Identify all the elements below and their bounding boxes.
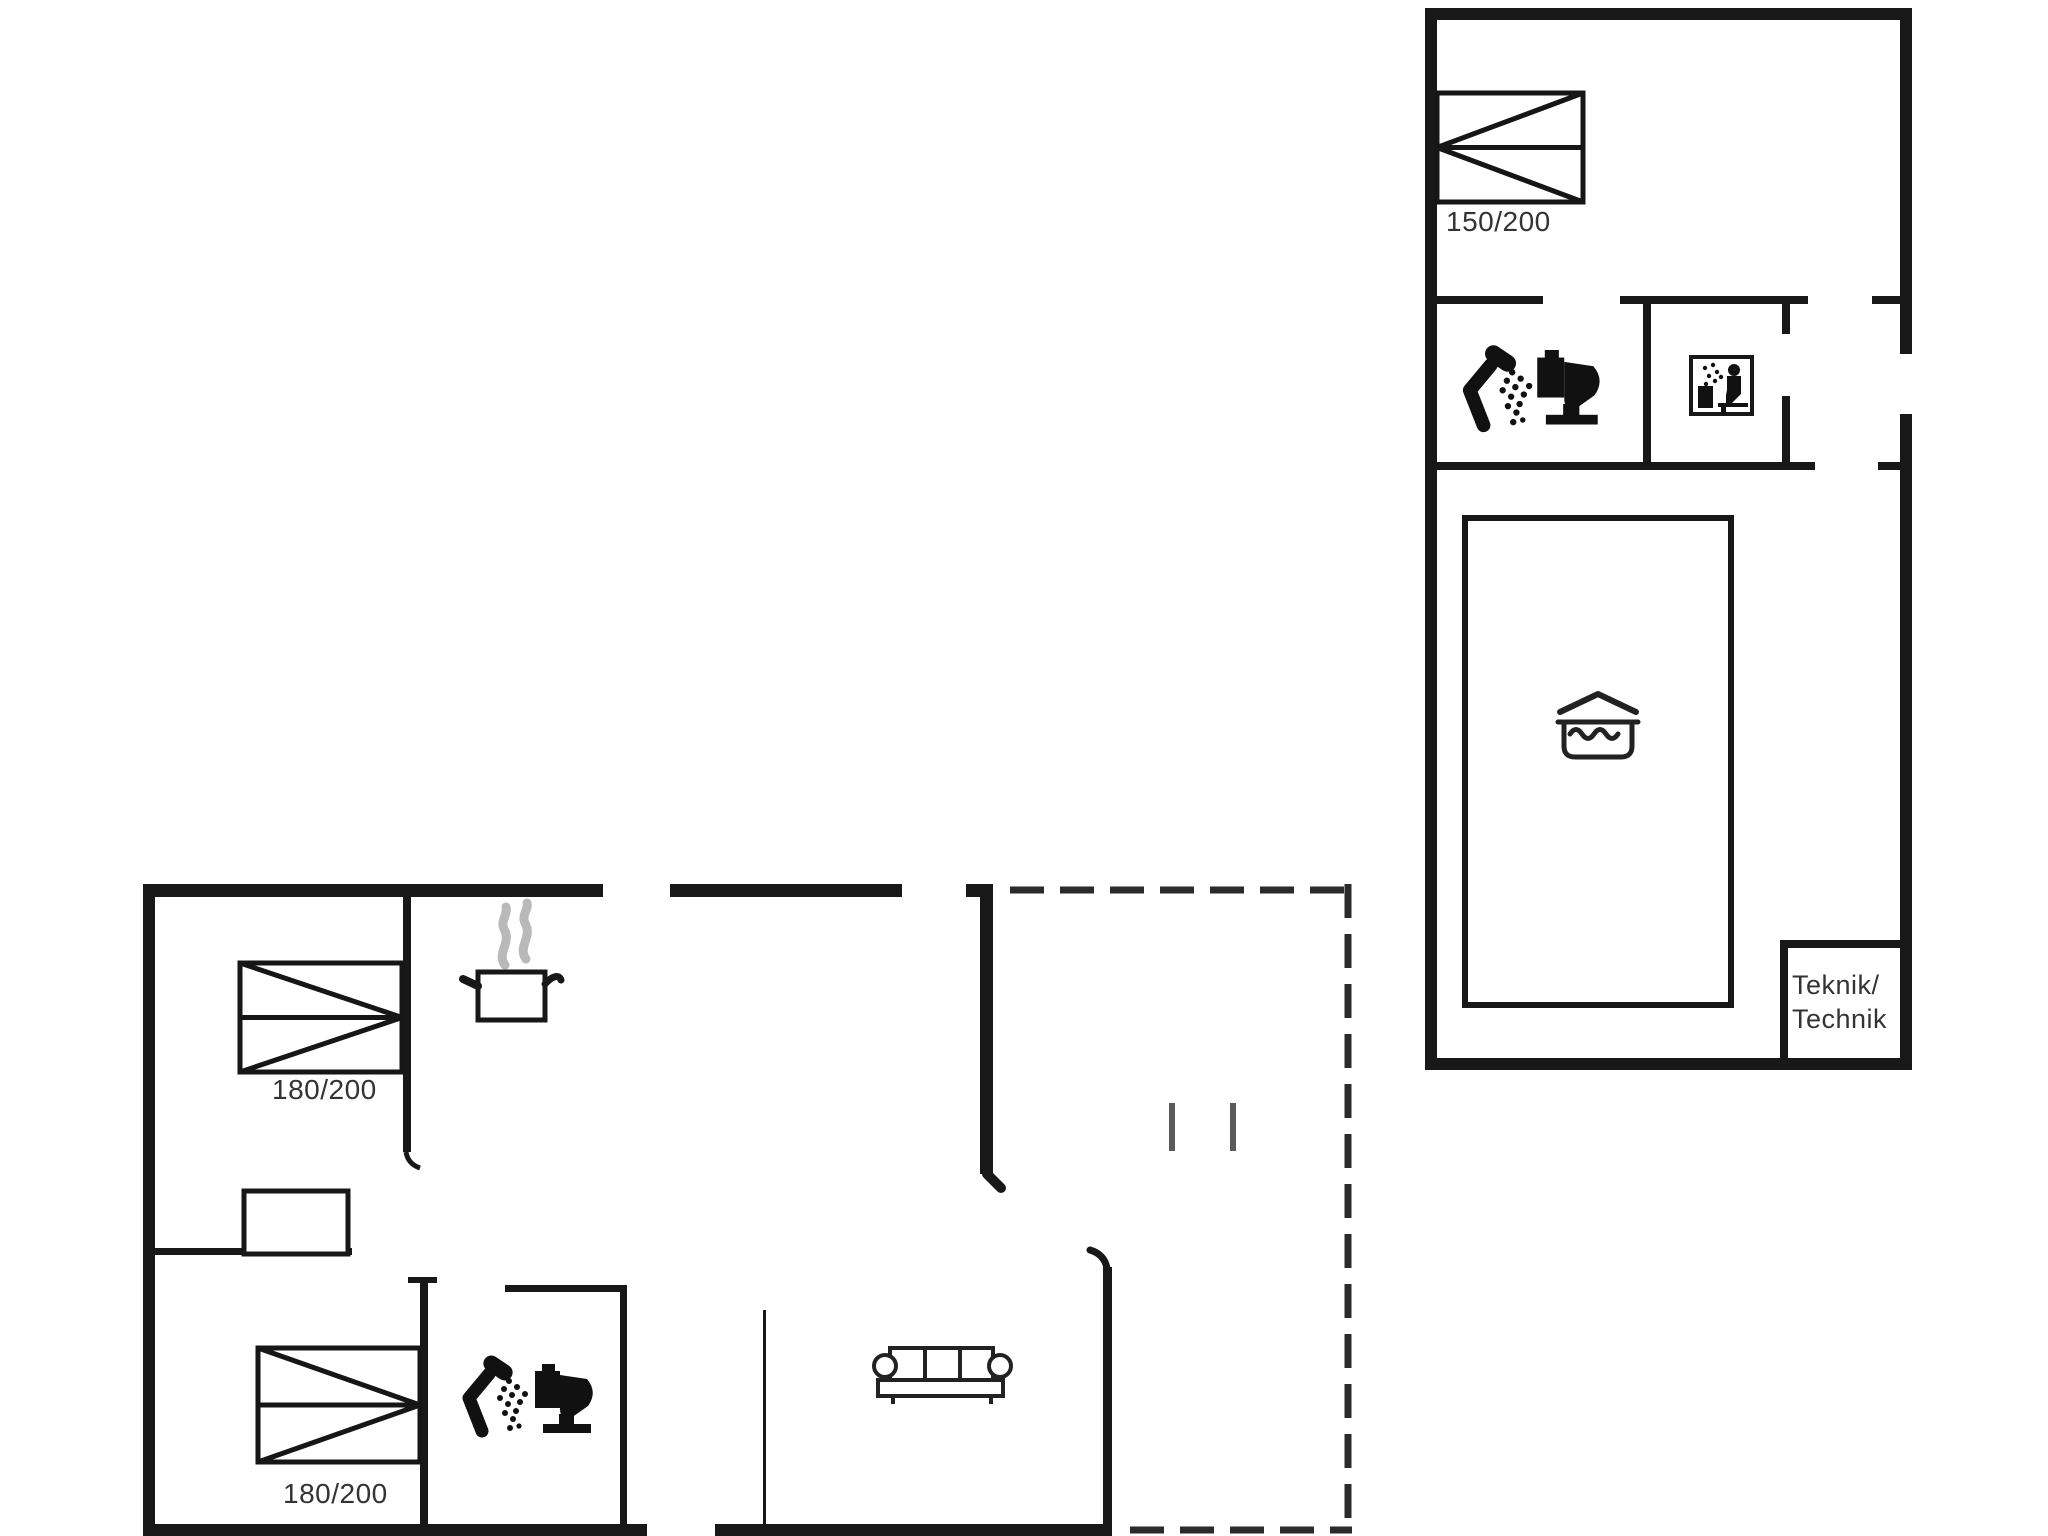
wardrobe-box (241, 1188, 351, 1257)
toilet-icon (1537, 350, 1600, 425)
sofa-icon (872, 1346, 1013, 1404)
shower-icon (469, 1352, 528, 1431)
main-exterior-walls (143, 884, 1112, 1536)
main-building (143, 884, 1352, 1536)
steam-line (497, 902, 511, 970)
indoor-pool-icon (1555, 691, 1641, 760)
double-bed-icon (1434, 90, 1586, 205)
bed-size-label-bottom-bedroom: 180/200 (283, 1478, 388, 1509)
cooking-pot-icon (459, 898, 565, 1023)
annex-building (1425, 8, 1912, 1070)
bed-size-label-top-bedroom: 180/200 (272, 1074, 377, 1105)
double-bed-icon (237, 960, 405, 1075)
technik-room-label-line1: Teknik/ (1792, 970, 1880, 1000)
shower-icon (1470, 342, 1533, 425)
door-swing-marks (403, 1151, 1111, 1272)
toilet-icon (535, 1364, 593, 1433)
terrace-post-marks (1169, 1103, 1236, 1151)
annex-interior-walls (1437, 296, 1900, 1058)
double-bed-icon (255, 1345, 423, 1465)
technik-room-label-line2: Technik (1792, 1004, 1888, 1034)
pool-basin-outline (1462, 515, 1734, 1008)
sauna-icon (1689, 355, 1754, 416)
steam-line (518, 898, 532, 964)
annex-exterior-walls (1425, 8, 1912, 1070)
bed-size-label-annex: 150/200 (1446, 206, 1551, 237)
terrace-dashed-outline (1010, 884, 1352, 1534)
